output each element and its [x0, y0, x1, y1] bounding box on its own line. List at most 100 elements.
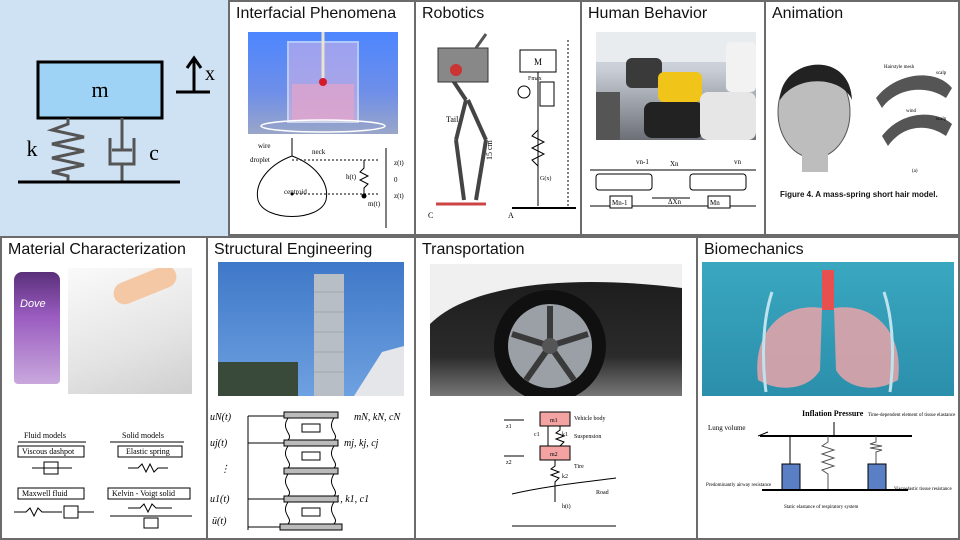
g-label: G(x): [540, 175, 551, 182]
panel-title: Material Characterization: [8, 241, 186, 258]
hair-mesh-label: Hairstyle mesh: [884, 65, 915, 70]
z1-label: z1: [506, 424, 512, 430]
x-axis-arrow: [176, 55, 210, 94]
spring-icon: [46, 118, 85, 182]
figure-caption: Figure 4. A mass-spring short hair model…: [780, 190, 938, 199]
floor-1-params: m1, k1, c1: [328, 494, 369, 505]
robotics-panel: Robotics Tail 15 cm C A M: [416, 2, 580, 234]
tail-label: Tail: [446, 115, 459, 124]
droplet-label: droplet: [250, 156, 270, 164]
z2-label: z2: [506, 460, 512, 466]
panel-title: Human Behavior: [588, 5, 708, 22]
damper-icon: [108, 118, 136, 182]
car-wheel-photo: [430, 264, 682, 396]
k1-label: k1: [562, 432, 568, 438]
body-label: Vehicle body: [574, 416, 606, 422]
maxwell-label: Maxwell fluid: [22, 489, 68, 498]
elastic-label: Elastic spring: [126, 447, 170, 456]
floor-dots: ⋮: [220, 464, 230, 475]
lung-mechanics-diagram: Inflation Pressure Lung volume Time-depe…: [706, 409, 956, 510]
axis-label: x: [205, 63, 215, 85]
droplet-diagram: wire neck droplet centroid z(t) 0 h(t) m…: [250, 138, 404, 228]
mass-block: [36, 60, 164, 120]
scalp2-label: scalp: [936, 117, 947, 122]
susp-label: Suspension: [574, 434, 601, 440]
lungs-photo: [702, 262, 954, 396]
k2-label: k2: [562, 474, 568, 480]
damper-label: c: [149, 140, 159, 165]
viscoelastic-label: Viscoelastic tissue resistance: [894, 487, 953, 492]
road-label: Road: [596, 490, 609, 496]
inflation-label: Inflation Pressure: [802, 409, 864, 418]
floor-1-u: u1(t): [210, 494, 230, 505]
zero-label: 0: [394, 176, 398, 184]
panel-title: Transportation: [422, 241, 525, 258]
material-characterization-panel: Material Characterization Dove Fluid mod…: [2, 238, 206, 538]
foam-block-photo: [68, 268, 192, 394]
brand-label: Dove: [20, 298, 46, 310]
panel-title: Structural Engineering: [214, 241, 373, 258]
structural-engineering-panel: Structural Engineering uN(t) mN, kN, cN …: [208, 238, 414, 538]
mass-spring-damper-diagram: m k c x: [18, 55, 215, 184]
kelvin-label: Kelvin - Voigt solid: [112, 489, 175, 498]
m1-label: m1: [550, 418, 558, 424]
floor-n-params: mN, kN, cN: [354, 412, 401, 423]
shampoo-bottle-photo: Dove: [14, 272, 60, 384]
skyscraper-photo: [218, 262, 404, 396]
viscoelastic-models-diagram: Fluid models Solid models Viscous dashpo…: [14, 431, 192, 529]
hair-model-diagram: Hairstyle mesh wind scalp scalp (a): [777, 64, 952, 174]
ht-label: h(t): [346, 173, 357, 181]
ground-accel: ü(t): [212, 516, 227, 527]
mt-label: m(t): [368, 200, 381, 208]
transportation-panel: Transportation m1 m2: [416, 238, 696, 538]
floor-j-u: uj(t): [210, 438, 228, 449]
panel-title: Animation: [772, 5, 844, 22]
zt-label: z(t): [394, 159, 404, 167]
car-following-diagram: Mn-1 Mn Xn ΔXn vn-1 vn: [590, 158, 756, 209]
c1-label: c1: [534, 432, 540, 438]
fmax-label: Fmax: [528, 76, 542, 82]
mn-label: Mn: [710, 199, 720, 207]
dxn-label: ΔXn: [668, 198, 682, 206]
solid-header: Solid models: [122, 431, 164, 440]
spring-label: k: [27, 136, 38, 161]
m2-label: m2: [550, 452, 558, 458]
z2t-label: z(t): [394, 192, 404, 200]
predominantly-label: Predominantly airway resistance: [706, 483, 772, 488]
floor-n-u: uN(t): [210, 412, 232, 423]
ht-label: h(t): [562, 503, 571, 510]
a-label: (a): [912, 169, 918, 174]
scale-label: 15 cm: [485, 139, 494, 160]
vn1-label: vn-1: [636, 158, 649, 166]
animation-panel: Animation Hairstyle mesh wind scalp scal…: [766, 2, 958, 234]
quarter-car-diagram: m1 m2 Vehicle body Suspension Tire Road …: [504, 411, 617, 527]
a-label: A: [508, 211, 514, 220]
wind-label: wind: [906, 109, 917, 114]
fluid-header: Fluid models: [24, 431, 66, 440]
scalp1-label: scalp: [936, 71, 947, 76]
neck-label: neck: [312, 148, 326, 156]
traffic-photo: [596, 32, 756, 140]
wire-label: wire: [258, 142, 270, 150]
panel-title: Robotics: [422, 5, 485, 22]
panel-title: Interfacial Phenomena: [236, 5, 397, 22]
mass-label: m: [91, 77, 108, 102]
xn-label: Xn: [670, 160, 679, 168]
human-behavior-panel: Human Behavior Mn-1 Mn Xn Δ: [582, 2, 764, 234]
panel-title: Biomechanics: [704, 241, 804, 258]
mass-m-label: M: [534, 57, 542, 67]
mn1-label: Mn-1: [612, 199, 628, 207]
robot-leg-diagram: Tail 15 cm C A M Fmax G(x): [428, 33, 576, 220]
lung-volume-label: Lung volume: [708, 424, 746, 432]
c-label: C: [428, 211, 433, 220]
centroid-label: centroid: [284, 188, 307, 196]
time-dependent-label: Time-dependent element of tissue elastan…: [868, 413, 956, 418]
floor-j-params: mj, kj, cj: [344, 438, 379, 449]
static-elastance-label: Static elastance of respiratory system: [784, 505, 859, 510]
tire-label: Tire: [574, 464, 584, 470]
mass-spring-damper-panel: m k c x: [0, 0, 228, 236]
vn-label: vn: [734, 158, 742, 166]
biomechanics-panel: Biomechanics Inflation Pressure Lung vol…: [698, 238, 958, 538]
shear-building-diagram: uN(t) mN, kN, cN uj(t) mj, kj, cj ⋮ u1(t…: [210, 411, 401, 531]
